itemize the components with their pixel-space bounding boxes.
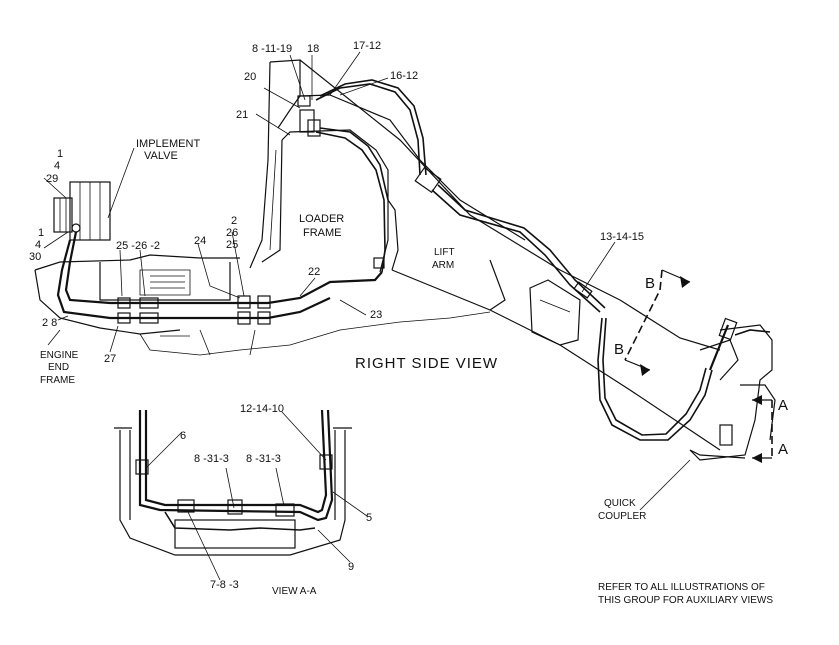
callout-2-8: 2 8 [42, 317, 57, 329]
callout-25-26-2: 25 -26 -2 [116, 240, 160, 252]
callout-8-31-3-right: 8 -31-3 [246, 453, 281, 465]
quick-coupler-label-1: QUICK [604, 498, 636, 509]
callout-4-top: 4 [54, 160, 60, 172]
lift-arm-outline [299, 59, 721, 451]
loader-frame-label-2: FRAME [303, 227, 342, 239]
section-b-upper: B [645, 275, 656, 292]
section-b-lower: B [614, 341, 625, 358]
callout-9: 9 [348, 561, 354, 573]
quick-coupler-outline [689, 324, 776, 461]
section-a-lower: A [778, 441, 789, 458]
engine-end-frame-label-2: END [48, 362, 69, 373]
callout-18: 18 [307, 43, 319, 55]
callout-24: 24 [194, 235, 206, 247]
note-line-2: THIS GROUP FOR AUXILIARY VIEWS [598, 595, 773, 606]
view-aa-title: VIEW A-A [272, 586, 317, 597]
callout-25: 25 [226, 239, 238, 251]
leader-lines [43, 51, 691, 581]
implement-valve [53, 181, 111, 241]
implement-valve-label-2: VALVE [144, 150, 178, 162]
engine-end-frame-label-3: FRAME [40, 375, 75, 386]
callout-12-14-10: 12-14-10 [240, 403, 284, 415]
engine-end-frame-label-1: ENGINE [40, 350, 79, 361]
engine-end-frame-outline [34, 254, 491, 356]
callout-23: 23 [370, 309, 382, 321]
callout-13-14-15: 13-14-15 [600, 231, 644, 243]
view-title: RIGHT SIDE VIEW [355, 355, 498, 372]
callout-26: 26 [226, 227, 238, 239]
callout-22: 22 [308, 266, 320, 278]
lift-arm-label-2: ARM [432, 260, 454, 271]
hydraulic-lines [56, 79, 771, 441]
section-a-upper: A [778, 397, 789, 414]
lift-arm-label-1: LIFT [434, 247, 455, 258]
note-line-1: REFER TO ALL ILLUSTRATIONS OF [598, 582, 765, 593]
callout-6: 6 [180, 430, 186, 442]
callout-27: 27 [104, 353, 116, 365]
callout-1-bottom: 1 [38, 227, 44, 239]
callout-30: 30 [29, 251, 41, 263]
view-aa-inset [114, 409, 352, 556]
loader-frame-label-1: LOADER [299, 213, 344, 225]
callout-2: 2 [231, 215, 237, 227]
callout-20: 20 [244, 71, 256, 83]
callout-8-11-19: 8 -11-19 [252, 43, 292, 55]
quick-coupler-label-2: COUPLER [598, 511, 646, 522]
implement-valve-label-1: IMPLEMENT [136, 138, 200, 150]
callout-16-12: 16-12 [390, 70, 418, 82]
callout-21: 21 [236, 109, 248, 121]
callout-7-8-3: 7-8 -3 [210, 579, 239, 591]
callout-8-31-3-left: 8 -31-3 [194, 453, 229, 465]
labels: RIGHT SIDE VIEW IMPLEMENT VALVE LOADER F… [29, 40, 789, 606]
section-marks [624, 269, 773, 463]
callout-5: 5 [366, 512, 372, 524]
callout-4-bottom: 4 [35, 239, 41, 251]
callout-17-12: 17-12 [353, 40, 381, 52]
callout-29: 29 [46, 173, 58, 185]
callout-1-top: 1 [57, 148, 63, 160]
loader-frame-outline [249, 59, 399, 273]
